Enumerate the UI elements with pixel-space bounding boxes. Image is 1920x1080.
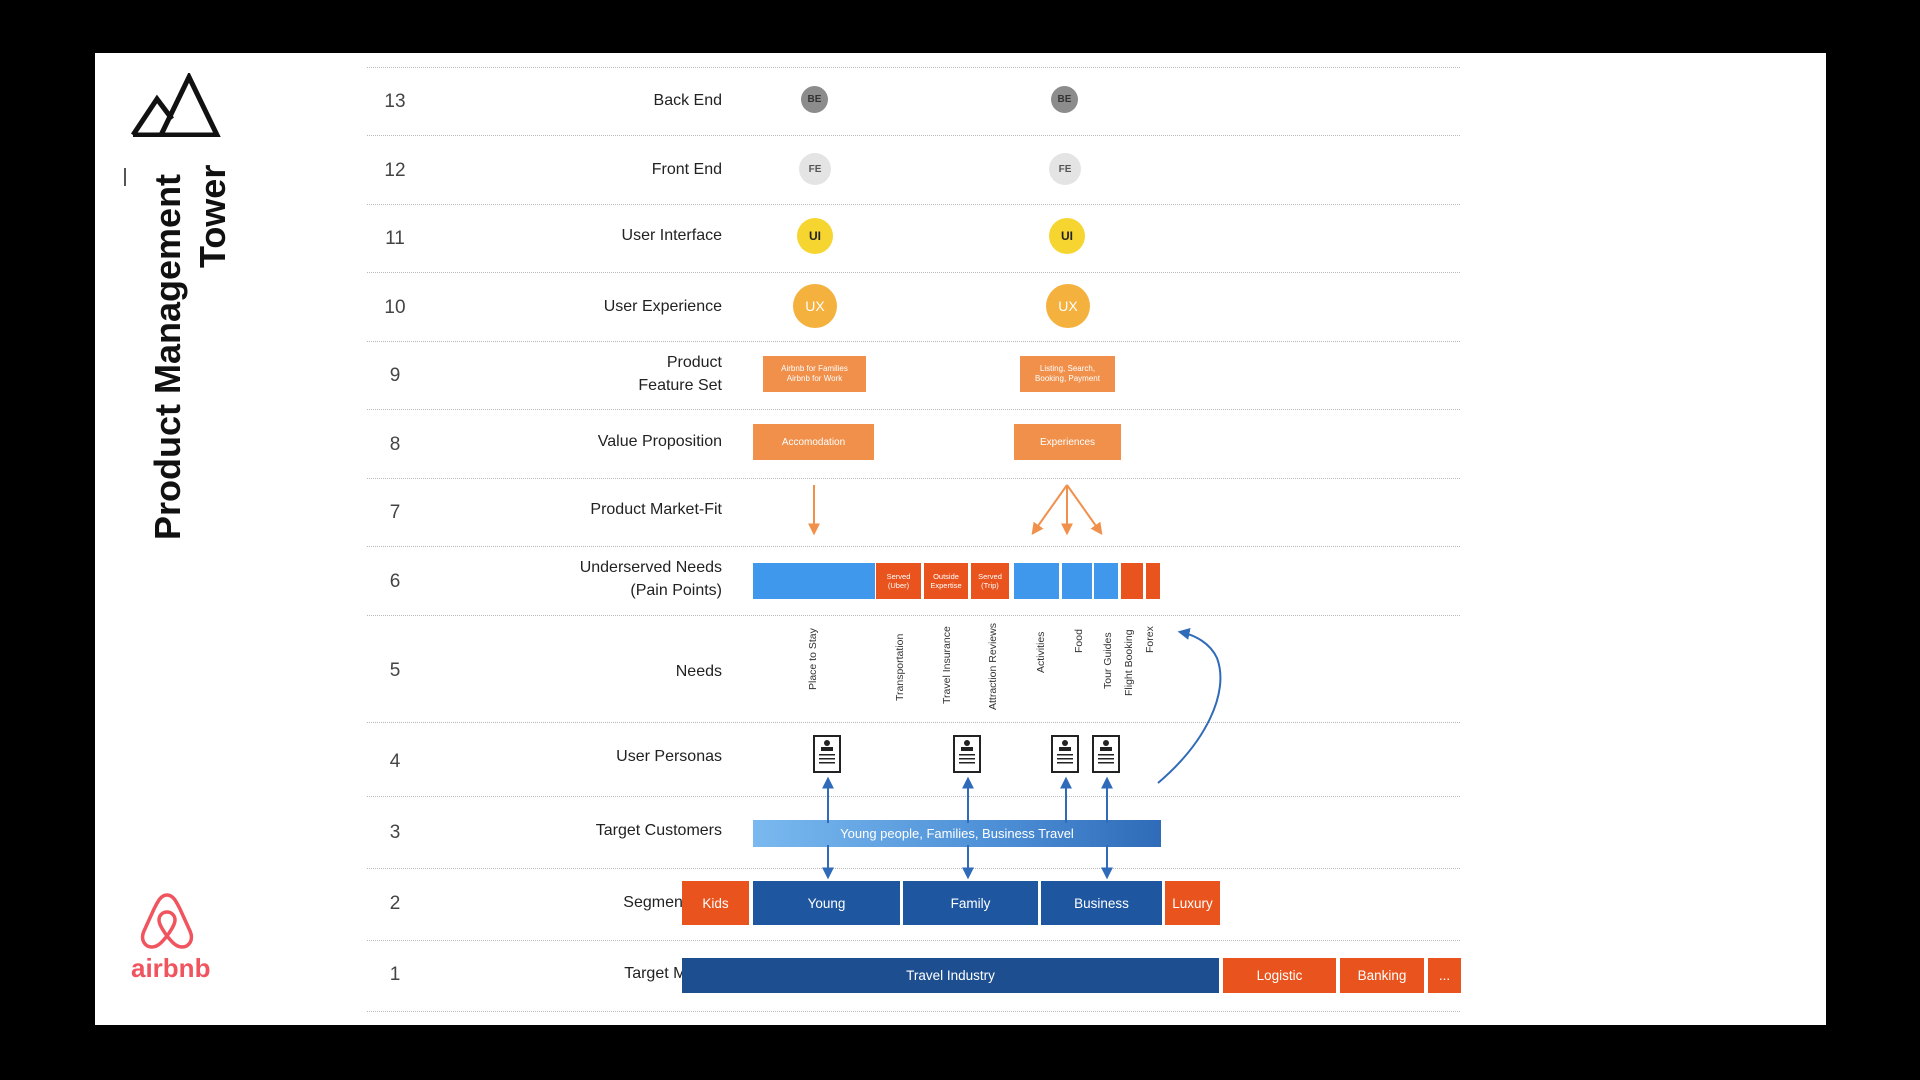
front-end-badge: FE bbox=[1049, 153, 1081, 185]
pain-point-forex bbox=[1146, 563, 1160, 599]
segment-young: Young bbox=[753, 881, 900, 925]
user-experience-badge: UX bbox=[793, 284, 837, 328]
row-label: Segmentation bbox=[623, 894, 722, 911]
front-end-badge: FE bbox=[799, 153, 831, 185]
divider bbox=[124, 168, 126, 186]
row-divider bbox=[367, 204, 1460, 205]
row-divider bbox=[367, 1011, 1460, 1012]
row-label: Product Market-Fit bbox=[590, 501, 722, 518]
pain-point-place-to-stay bbox=[753, 563, 875, 599]
brand-title-line2: Tower bbox=[192, 164, 233, 268]
segment-family: Family bbox=[903, 881, 1038, 925]
user-interface-badge: UI bbox=[797, 218, 833, 254]
need-label: Activities bbox=[1035, 631, 1047, 673]
row-number: 8 bbox=[389, 434, 401, 455]
pain-point-activities bbox=[1014, 563, 1059, 599]
pain-point-outside-expertise: Outside Expertise bbox=[924, 563, 968, 599]
row-label: User Experience bbox=[603, 298, 722, 315]
market-banking: Banking bbox=[1340, 958, 1424, 993]
segment-kids: Kids bbox=[682, 881, 749, 925]
need-label: Tour Guides bbox=[1102, 632, 1114, 689]
row-label: Target Customers bbox=[595, 822, 722, 839]
row-divider bbox=[367, 409, 1460, 410]
row-number: 9 bbox=[389, 365, 401, 386]
pain-point-flight-booking bbox=[1121, 563, 1143, 599]
row-divider bbox=[367, 341, 1460, 342]
row-label: Underserved Needs (Pain Points) bbox=[579, 559, 722, 599]
row-label: Needs bbox=[675, 663, 722, 680]
back-end-badge: BE bbox=[801, 86, 828, 113]
row-divider bbox=[367, 615, 1460, 616]
row-number: 11 bbox=[385, 228, 405, 249]
segment-business: Business bbox=[1041, 881, 1162, 925]
user-experience-badge: UX bbox=[1046, 284, 1090, 328]
row-label: Target Market bbox=[624, 965, 722, 982]
row-divider bbox=[367, 67, 1460, 68]
row-label: Front End bbox=[651, 161, 722, 178]
row-number: 5 bbox=[389, 660, 401, 681]
row-number: 1 bbox=[389, 964, 401, 985]
row-divider bbox=[367, 272, 1460, 273]
row-label: User Interface bbox=[621, 227, 722, 244]
row-divider bbox=[367, 722, 1460, 723]
need-label: Forex bbox=[1144, 626, 1156, 653]
row-number: 3 bbox=[389, 822, 401, 843]
row-number: 4 bbox=[389, 751, 401, 772]
need-label: Attraction Reviews bbox=[987, 623, 999, 710]
row-divider bbox=[367, 796, 1460, 797]
feature-set-listing-booking: Listing, Search, Booking, Payment bbox=[1020, 356, 1115, 392]
row-label: User Personas bbox=[616, 748, 722, 765]
segment-luxury: Luxury bbox=[1165, 881, 1220, 925]
row-label: Value Proposition bbox=[597, 433, 722, 450]
row-number: 2 bbox=[389, 893, 401, 914]
target-customers-bar: Young people, Families, Business Travel bbox=[753, 820, 1161, 847]
need-label: Place to Stay bbox=[807, 628, 819, 690]
user-persona-icon bbox=[953, 735, 981, 773]
back-end-badge: BE bbox=[1051, 86, 1078, 113]
row-divider bbox=[367, 478, 1460, 479]
row-label: Back End bbox=[653, 92, 722, 109]
need-label: Food bbox=[1073, 629, 1085, 653]
user-persona-icon bbox=[1092, 735, 1120, 773]
row-number: 12 bbox=[384, 160, 406, 181]
user-persona-icon bbox=[813, 735, 841, 773]
user-persona-icon bbox=[1051, 735, 1079, 773]
feature-set-families-work: Airbnb for Families Airbnb for Work bbox=[763, 356, 866, 392]
slide: Product Management Tower airbnb 13 12 11… bbox=[95, 53, 1826, 1025]
market-logistic: Logistic bbox=[1223, 958, 1336, 993]
airbnb-wordmark: airbnb bbox=[131, 953, 211, 983]
value-prop-experiences: Experiences bbox=[1014, 424, 1121, 460]
pain-point-served-uber: Served (Uber) bbox=[876, 563, 921, 599]
row-divider bbox=[367, 940, 1460, 941]
row-number: 7 bbox=[389, 502, 401, 523]
pain-point-served-trip: Served (Trip) bbox=[971, 563, 1009, 599]
row-divider bbox=[367, 135, 1460, 136]
pain-point-food bbox=[1062, 563, 1092, 599]
mountain-icon bbox=[131, 73, 221, 137]
brand-title-line1: Product Management bbox=[147, 173, 188, 540]
need-label: Travel Insurance bbox=[941, 626, 953, 704]
pain-point-tour-guides bbox=[1094, 563, 1118, 599]
need-label: Flight Booking bbox=[1123, 629, 1135, 696]
user-interface-badge: UI bbox=[1049, 218, 1085, 254]
row-label: Product Feature Set bbox=[638, 354, 722, 394]
value-prop-accomodation: Accomodation bbox=[753, 424, 874, 460]
row-number: 13 bbox=[384, 91, 406, 112]
airbnb-belo-icon bbox=[140, 893, 194, 949]
market-travel-industry: Travel Industry bbox=[682, 958, 1219, 993]
market-more: ... bbox=[1428, 958, 1461, 993]
connector-arrows bbox=[808, 484, 1222, 880]
row-number: 10 bbox=[384, 297, 406, 318]
row-number: 6 bbox=[389, 571, 401, 592]
row-divider bbox=[367, 546, 1460, 547]
row-divider bbox=[367, 868, 1460, 869]
need-label: Transportation bbox=[894, 633, 906, 701]
